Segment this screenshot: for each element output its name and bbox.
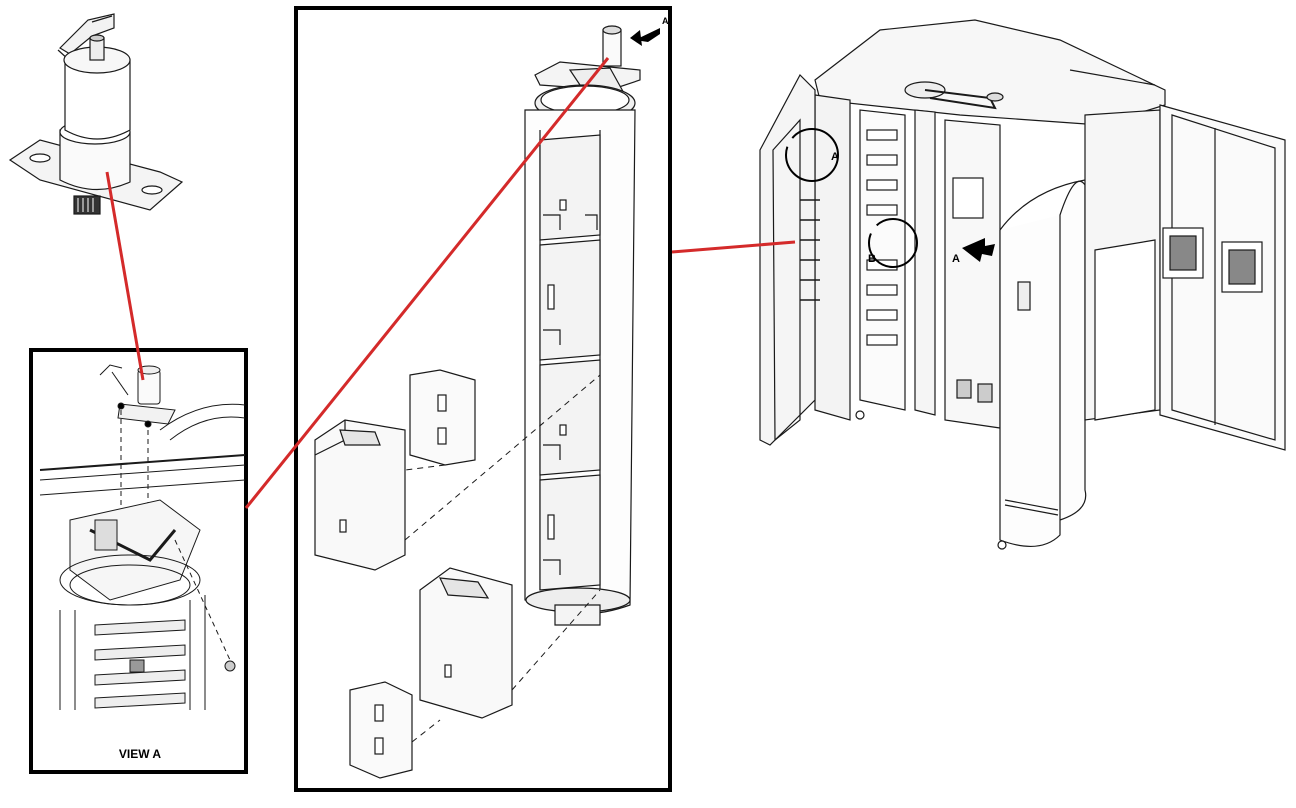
motor-assembly-icon	[8, 13, 184, 215]
arrow-a-cabinet-icon	[962, 238, 995, 262]
view-a-caption: VIEW A	[119, 747, 162, 761]
carousel-column-icon	[524, 25, 641, 626]
leader-view-a-to-carousel	[244, 57, 610, 509]
callout-circle-b	[868, 218, 918, 268]
arrow-a-icon	[630, 28, 660, 46]
exploded-bin-lower	[349, 567, 513, 779]
callout-circle-a	[785, 128, 839, 182]
leader-motor-to-view-a	[105, 171, 145, 381]
arrow-a-label: A	[662, 16, 669, 26]
exploded-bin-upper	[314, 369, 476, 571]
leader-lines	[105, 57, 796, 509]
cabinet-icon	[759, 19, 1286, 550]
callout-b-label: B	[868, 253, 876, 265]
callout-a-label: A	[831, 151, 839, 163]
arrow-a-cabinet-label: A	[952, 253, 960, 265]
view-a-detail	[39, 364, 246, 710]
leader-carousel-to-cabinet	[671, 240, 796, 254]
explode-lines	[404, 374, 601, 743]
carousel-detail-frame	[294, 6, 672, 792]
